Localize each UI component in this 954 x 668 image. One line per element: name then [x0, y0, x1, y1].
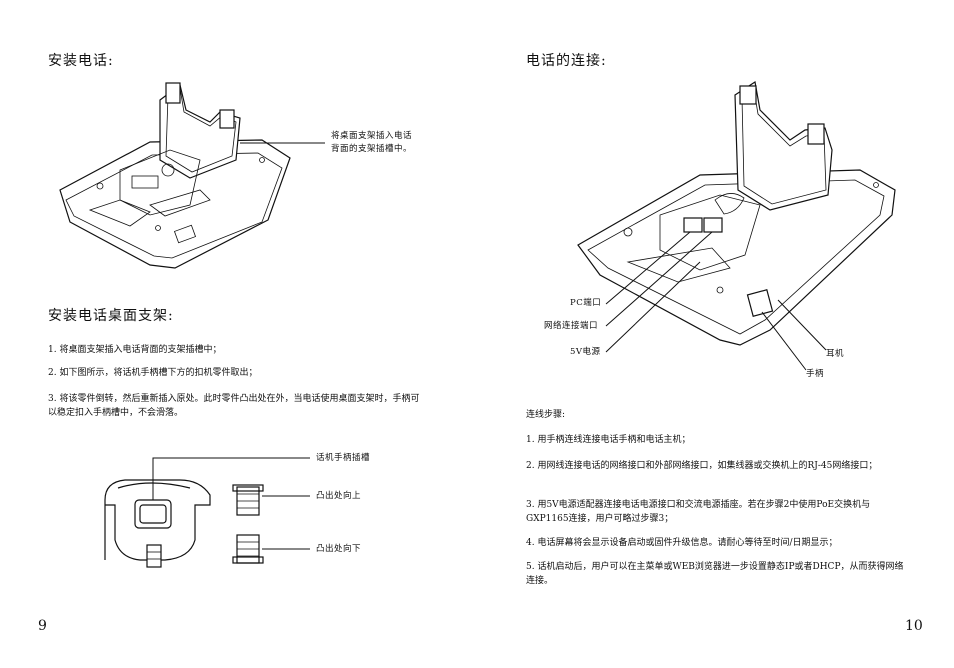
handset-port-label: 手柄	[806, 369, 825, 379]
tab-down-label: 凸出处向下	[316, 544, 362, 554]
headset-port-label: 耳机	[826, 349, 845, 359]
right-step-3: 3. 用5V电源适配器连接电话电源接口和交流电源插座。若在步骤2中使用PoE交换…	[526, 500, 871, 524]
tab-up-label: 凸出处向上	[316, 491, 362, 501]
right-step-2: 2. 用网线连接电话的网络接口和外部网络接口，如集线器或交换机上的RJ-45网络…	[526, 461, 878, 471]
right-page-number: 10	[905, 618, 923, 634]
power-port-label: 5V电源	[570, 347, 601, 357]
install-callout: 将桌面支架插入电话背面的支架插槽中。	[331, 131, 413, 154]
phone-connection-title: 电话的连接:	[526, 53, 607, 69]
right-step-5: 5. 话机启动后，用户可以在主菜单或WEB浏览器进一步设置静态IP或者DHCP，…	[526, 562, 904, 586]
hook-slot-label: 话机手柄插槽	[316, 453, 371, 463]
network-port-label: 网络连接端口	[544, 321, 599, 331]
right-step-4: 4. 电话屏幕将会显示设备启动或固件升级信息。请耐心等待至时间/日期显示；	[526, 538, 838, 548]
left-page-number: 9	[38, 618, 47, 634]
install-phone-title: 安装电话:	[48, 53, 114, 69]
left-step-1: 1. 将桌面支架插入电话背面的支架插槽中；	[48, 345, 222, 355]
desk-stand-title: 安装电话桌面支架:	[48, 308, 174, 324]
left-step-2: 2. 如下图所示，将话机手柄槽下方的扣机零件取出；	[48, 368, 258, 378]
pc-port-label: PC端口	[570, 298, 602, 308]
steps-heading: 连线步骤:	[526, 410, 566, 420]
left-step-3: 3. 将该零件倒转，然后重新插入原处。此时零件凸出处在外，当电话使用桌面支架时，…	[48, 394, 420, 418]
right-step-1: 1. 用手柄连线连接电话手柄和电话主机；	[526, 435, 691, 445]
